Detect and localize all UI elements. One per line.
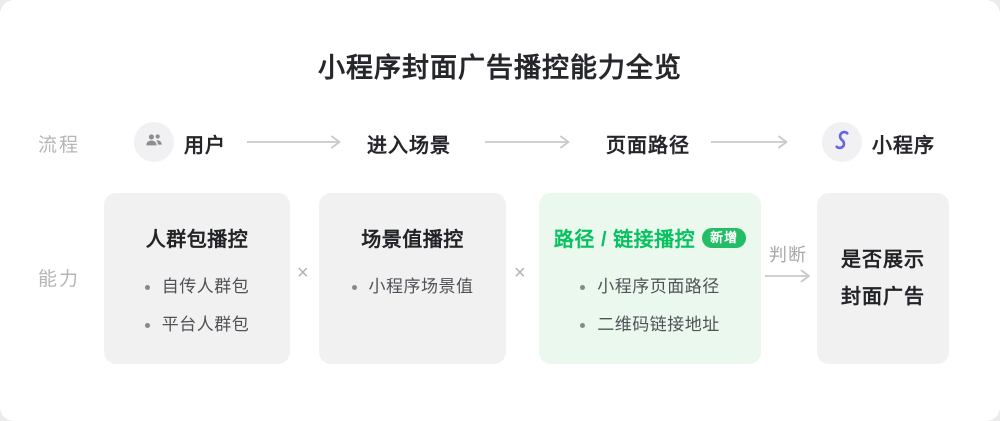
box-title-text: 路径 / 链接播控 — [553, 229, 696, 251]
box-title: 路径 / 链接播控 新增 — [539, 223, 761, 252]
page-title: 小程序封面广告播控能力全览 — [318, 53, 682, 83]
result-text: 是否展示 封面广告 — [817, 193, 949, 364]
flow-step-miniprogram: 小程序 — [872, 135, 935, 157]
miniprogram-avatar — [822, 122, 862, 162]
users-icon — [143, 129, 165, 156]
miniprogram-icon — [830, 128, 854, 157]
bullet-item: 自传人群包 — [144, 268, 250, 306]
new-badge: 新增 — [702, 227, 747, 248]
result-line: 是否展示 — [841, 248, 925, 271]
multiply-sign: × — [297, 262, 309, 284]
capability-box-result: 是否展示 封面广告 — [817, 193, 949, 364]
flow-step-user: 用户 — [184, 135, 226, 157]
capability-row-label: 能力 — [38, 269, 81, 290]
flow-step-path: 页面路径 — [606, 135, 690, 157]
bullet-list: 小程序场景值 — [351, 268, 474, 306]
bullet-item: 小程序场景值 — [351, 268, 474, 306]
result-line: 封面广告 — [841, 285, 925, 308]
capability-box-audience: 人群包播控 自传人群包 平台人群包 — [104, 193, 290, 364]
box-title: 场景值播控 — [361, 229, 464, 251]
flow-step-scene: 进入场景 — [367, 135, 451, 157]
multiply-sign: × — [514, 262, 526, 284]
bullet-item: 小程序页面路径 — [580, 268, 720, 306]
judge-label: 判断 — [769, 245, 807, 265]
user-avatar — [134, 122, 174, 162]
capability-box-scene-value: 场景值播控 小程序场景值 — [319, 193, 506, 364]
box-title: 人群包播控 — [145, 229, 249, 251]
flow-row-label: 流程 — [38, 135, 81, 156]
flow-arrow-icon — [710, 135, 790, 149]
bullet-list: 小程序页面路径 二维码链接地址 — [580, 268, 720, 344]
bullet-list: 自传人群包 平台人群包 — [144, 268, 250, 344]
bullet-item: 二维码链接地址 — [580, 306, 720, 344]
flow-arrow-icon — [484, 135, 572, 149]
bullet-item: 平台人群包 — [144, 306, 250, 344]
flow-arrow-icon — [246, 135, 343, 149]
judge-arrow-icon — [764, 269, 812, 283]
capability-box-path-link: 路径 / 链接播控 新增 小程序页面路径 二维码链接地址 — [539, 193, 761, 364]
